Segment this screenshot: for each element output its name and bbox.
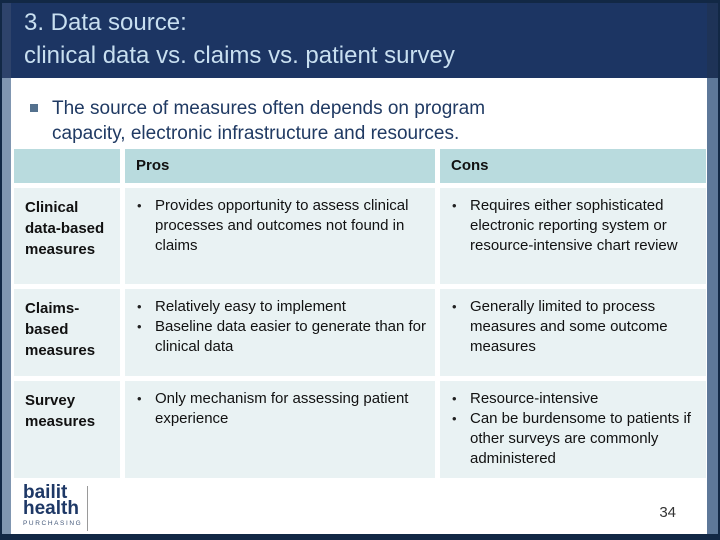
header-cell-pros: Pros: [125, 149, 435, 183]
bullet-item: • Relatively easy to implement: [137, 297, 427, 317]
left-edge-strip: [2, 3, 11, 534]
bullet-text: Provides opportunity to assess clinical …: [155, 197, 409, 254]
cons-cell: • Resource-intensive • Can be burdensome to…: [440, 381, 706, 478]
bullet-text: Baseline data easier to generate than fo…: [155, 318, 427, 355]
page-number: 34: [659, 504, 676, 521]
bullet-marker-icon: •: [452, 411, 457, 426]
bullet-marker-icon: •: [137, 198, 142, 213]
cons-cell: • Generally limited to process measures a…: [440, 289, 706, 376]
slide-title-line2: clinical data vs. claims vs. patient sur…: [24, 42, 455, 69]
table-header-row: Pros Cons: [14, 149, 706, 183]
intro-bullet: The source of measures often depends on …: [30, 96, 552, 146]
bullet-text: Only mechanism for assessing patient exp…: [155, 390, 409, 427]
bullet-text: Relatively easy to implement: [155, 298, 346, 315]
bullet-text: Resource-intensive: [470, 390, 599, 407]
bullet-marker-icon: •: [452, 198, 457, 213]
bullet-marker-icon: •: [452, 299, 457, 314]
bullet-item: • Can be burdensome to patients if other …: [452, 409, 698, 469]
bullet-marker-icon: •: [137, 319, 142, 334]
header-cell-blank: [14, 149, 120, 183]
cons-cell: • Requires either sophisticated electroni…: [440, 188, 706, 284]
bullet-marker-icon: •: [452, 391, 457, 406]
row-label: Survey measures: [14, 381, 120, 478]
row-label: Clinical data-based measures: [14, 188, 120, 284]
bullet-item: • Baseline data easier to generate than f…: [137, 317, 427, 357]
table-row: Claims-based measures • Relatively easy t…: [14, 289, 706, 376]
pros-cell: • Relatively easy to implement • Baseline d…: [125, 289, 435, 376]
square-bullet-icon: [30, 104, 38, 112]
logo-text-bailit: bailit: [23, 482, 68, 503]
pros-cons-table: Pros Cons Clinical data-based measures •…: [14, 149, 706, 478]
row-label: Claims-based measures: [14, 289, 120, 376]
logo-text-purchasing: PURCHASING: [23, 520, 83, 527]
bullet-marker-icon: •: [137, 299, 142, 314]
bullet-item: • Only mechanism for assessing patient ex…: [137, 389, 427, 429]
intro-text: The source of measures often depends on …: [52, 98, 486, 144]
slide-title-line1: 3. Data source:: [24, 9, 187, 36]
logo-divider-line: [87, 486, 88, 531]
bullet-item: • Provides opportunity to assess clinical…: [137, 196, 427, 256]
header-cell-cons: Cons: [440, 149, 706, 183]
bullet-text: Can be burdensome to patients if other s…: [470, 410, 691, 467]
bullet-item: • Generally limited to process measures a…: [452, 297, 698, 357]
bullet-text: Requires either sophisticated electronic…: [470, 197, 678, 254]
table-row: Clinical data-based measures • Provides o…: [14, 188, 706, 284]
title-band: 3. Data source: clinical data vs. claims…: [2, 3, 718, 78]
right-edge-strip: [707, 3, 718, 534]
bailit-health-logo: bailit health PURCHASING: [23, 482, 83, 527]
bullet-marker-icon: •: [137, 391, 142, 406]
table-row: Survey measures • Only mechanism for asse…: [14, 381, 706, 478]
pros-cell: • Provides opportunity to assess clinical…: [125, 188, 435, 284]
bullet-text: Generally limited to process measures an…: [470, 298, 668, 355]
logo-text-health: health: [23, 498, 79, 519]
bullet-item: • Requires either sophisticated electroni…: [452, 196, 698, 256]
bullet-item: • Resource-intensive: [452, 389, 698, 409]
pros-cell: • Only mechanism for assessing patient ex…: [125, 381, 435, 478]
